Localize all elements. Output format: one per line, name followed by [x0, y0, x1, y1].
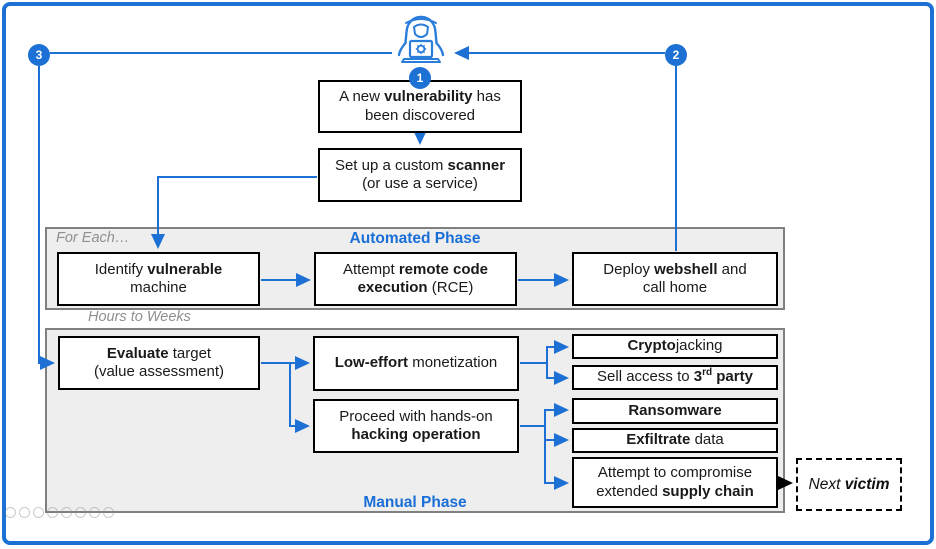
text: Attempt to compromise: [597, 464, 753, 482]
text: machine: [130, 279, 187, 296]
text: data: [690, 431, 724, 449]
node-deploy-webshell: Deploy webshell and call home: [572, 252, 778, 306]
node-cryptojacking: Cryptojacking: [572, 334, 778, 359]
node-ransomware: Ransomware: [572, 398, 778, 424]
node-next-victim: Next victim: [796, 458, 902, 511]
text: monetization: [408, 354, 498, 372]
text-bold: Evaluate: [106, 344, 169, 362]
text: Deploy: [603, 260, 655, 278]
text-bold: remote code: [398, 260, 489, 278]
text-bold: Exfiltrate: [626, 431, 691, 449]
text-bold: supply chain: [662, 482, 754, 500]
watermark-dot: [61, 507, 72, 518]
node-setup-scanner: Set up a custom scanner (or use a servic…: [318, 148, 522, 202]
watermark-dot: [5, 507, 16, 518]
step-badge-2: 2: [665, 44, 687, 66]
text-superscript: rd: [702, 367, 713, 379]
text-bold: Ransomware: [628, 401, 722, 419]
watermark-dot: [19, 507, 30, 518]
text-bold: vulnerability: [384, 88, 473, 106]
text: Proceed with hands-on: [339, 407, 493, 425]
text-bold: Crypto: [627, 337, 676, 355]
text: (RCE): [427, 279, 474, 296]
text-bold: execution: [357, 279, 428, 296]
text: Attempt: [342, 260, 399, 278]
text: extended: [596, 482, 663, 500]
text: (value assessment): [93, 363, 225, 380]
text: A new: [339, 88, 385, 106]
text: Set up a custom: [334, 156, 448, 174]
text: Sell access to: [597, 368, 694, 386]
text-bold: vulnerable: [147, 260, 223, 278]
text-bold: webshell: [654, 260, 718, 278]
node-supply-chain: Attempt to compromise extended supply ch…: [572, 457, 778, 508]
text: has: [472, 88, 501, 106]
watermark-dot: [75, 507, 86, 518]
text-bold: scanner: [447, 156, 506, 174]
node-evaluate-target: Evaluate target (value assessment): [58, 336, 260, 390]
step-badge-1: 1: [409, 67, 431, 89]
watermark-dot: [103, 507, 114, 518]
text-bold: 3: [693, 368, 703, 386]
step-badge-3: 3: [28, 44, 50, 66]
text-bold: Low-effort: [334, 354, 409, 372]
connector-badge3-to-evaluate: [38, 66, 55, 370]
hacker-laptop-icon: [391, 13, 451, 80]
watermark-dot: [47, 507, 58, 518]
node-attempt-rce: Attempt remote code execution (RCE): [314, 252, 517, 306]
watermark-dot: [33, 507, 44, 518]
for-each-label: For Each…: [56, 230, 130, 246]
text-bold: hacking operation: [351, 426, 481, 443]
text-bold-italic: victim: [844, 475, 890, 493]
node-hands-on-hacking: Proceed with hands-on hacking operation: [313, 399, 519, 453]
text: and: [717, 260, 747, 278]
text: call home: [642, 279, 708, 296]
text-bold: party: [712, 368, 753, 386]
node-low-effort-monetization: Low-effort monetization: [313, 336, 519, 391]
text: Next: [808, 475, 845, 493]
watermark-dots: [5, 507, 114, 518]
text: jacking: [675, 337, 723, 355]
hours-to-weeks-label: Hours to Weeks: [88, 309, 191, 325]
watermark-dot: [89, 507, 100, 518]
text: target: [168, 344, 212, 362]
text: (or use a service): [362, 175, 478, 192]
automated-phase-title: Automated Phase: [349, 230, 481, 247]
node-exfiltrate-data: Exfiltrate data: [572, 428, 778, 453]
node-identify-vulnerable: Identify vulnerable machine: [57, 252, 260, 306]
manual-phase-title: Manual Phase: [363, 494, 467, 511]
node-sell-access: Sell access to 3rd party: [572, 365, 778, 390]
text: Identify: [94, 260, 148, 278]
text: been discovered: [364, 106, 476, 124]
